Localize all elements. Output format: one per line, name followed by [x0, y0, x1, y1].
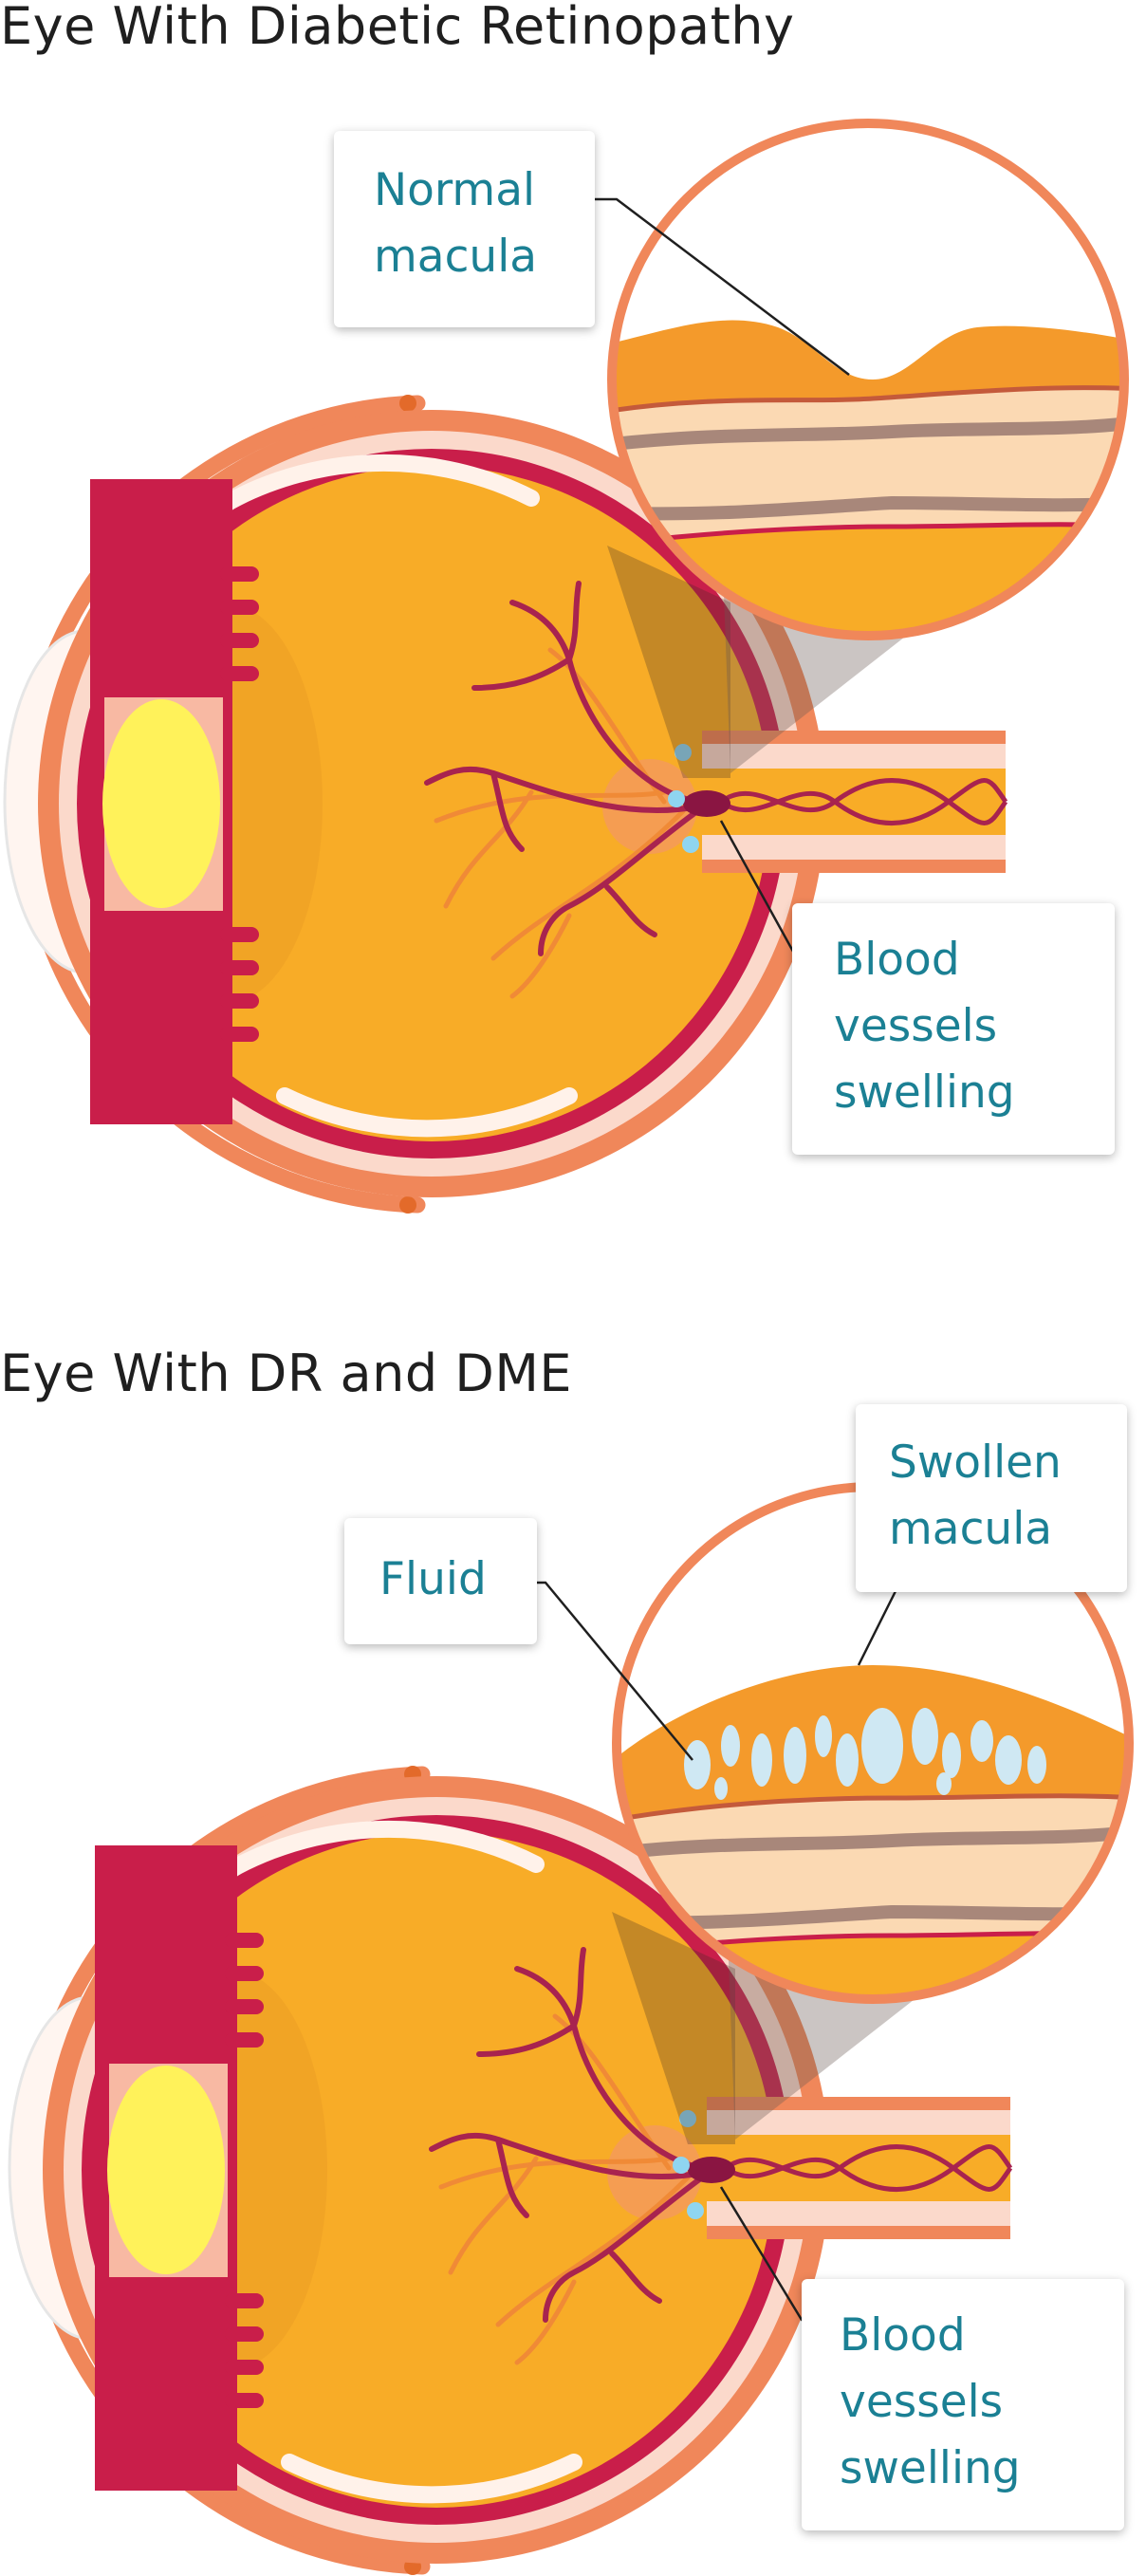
label-swollen-macula: Swollen macula	[856, 1404, 1127, 1592]
label-vessels-line-2: vessels	[834, 1000, 998, 1052]
label-normal-macula-line-2: macula	[374, 231, 538, 283]
panel-2-title: Eye With DR and DME	[0, 1344, 573, 1403]
label-vessels-line-1: Blood	[834, 934, 960, 986]
label-blood-vessels-swelling-1: Blood vessels swelling	[792, 903, 1115, 1155]
diagram-dr-dme	[8, 1482, 1134, 2575]
label-vessels-line-3: swelling	[840, 2442, 1021, 2494]
iris-ciliary-body	[90, 479, 259, 1124]
diagram-dr	[3, 119, 1129, 1214]
label-swollen-macula-line-2: macula	[889, 1503, 1053, 1555]
blood-vessels	[424, 581, 730, 999]
optic-nerve	[702, 731, 1008, 873]
iris-ciliary-body	[95, 1845, 264, 2491]
label-vessels-line-3: swelling	[834, 1066, 1015, 1119]
optic-nerve	[707, 2097, 1013, 2239]
outer-eyelid-arcs	[44, 395, 426, 1214]
panel-1-title: Eye With Diabetic Retinopathy	[0, 0, 795, 56]
blood-vessels	[429, 1947, 735, 2365]
label-normal-macula-line-1: Normal	[374, 164, 536, 216]
label-swollen-macula-line-1: Swollen	[889, 1436, 1062, 1489]
label-normal-macula: Normal macula	[334, 131, 595, 327]
label-vessels-line-2: vessels	[840, 2376, 1004, 2428]
label-fluid: Fluid	[344, 1518, 537, 1644]
label-fluid-line-1: Fluid	[379, 1553, 487, 1605]
label-blood-vessels-swelling-2: Blood vessels swelling	[802, 2279, 1124, 2530]
fluid-pockets	[684, 1708, 1046, 1800]
label-vessels-line-1: Blood	[840, 2309, 966, 2362]
